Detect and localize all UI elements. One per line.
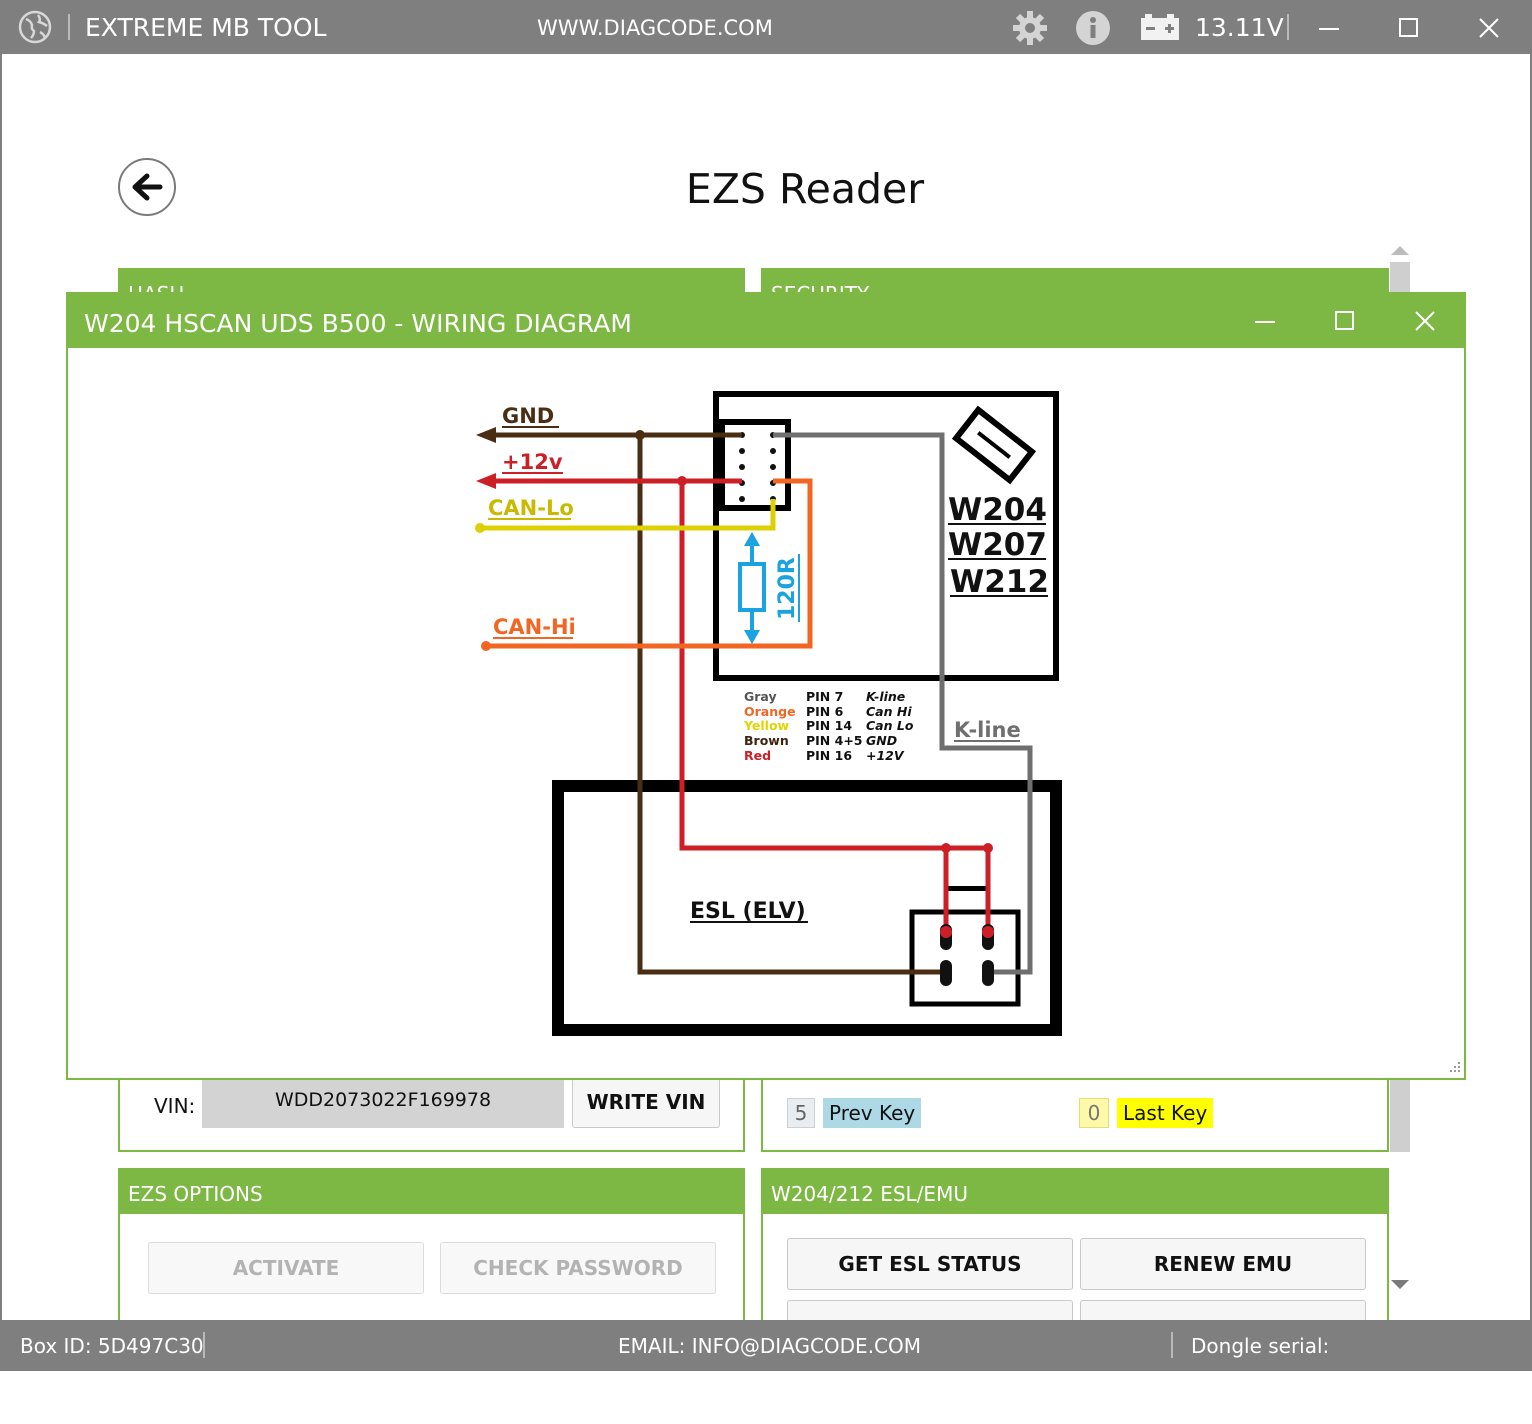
legend-color: Red (744, 748, 771, 763)
legend-pin: PIN 16 (806, 748, 852, 763)
globe-icon (18, 10, 52, 44)
legend-pin: PIN 6 (806, 704, 844, 719)
status-bar: Box ID: 5D497C30 EMAIL: INFO@DIAGCODE.CO… (0, 1320, 1532, 1410)
legend-function: GND (866, 733, 897, 748)
app-name: EXTREME MB TOOL (85, 13, 327, 42)
scroll-down-icon[interactable] (1390, 1278, 1410, 1292)
esl-emu-title: W204/212 ESL/EMU (771, 1182, 968, 1206)
legend-color: Yellow (743, 718, 790, 733)
wiring-diagram-dialog: W204 HSCAN UDS B500 - WIRING DIAGRAM (66, 292, 1466, 1080)
activate-button[interactable]: ACTIVATE (148, 1242, 424, 1294)
gear-icon[interactable] (1011, 9, 1049, 47)
prev-key-counter: 5 (787, 1098, 815, 1128)
voltage-readout: 13.11V (1195, 13, 1284, 42)
renew-emu-button[interactable]: RENEW EMU (1080, 1238, 1366, 1290)
can-hi-wire (486, 478, 813, 649)
resize-grip-icon[interactable] (1446, 1060, 1462, 1076)
model-label: W204 (948, 492, 1047, 528)
box-id: Box ID: 5D497C30 (20, 1334, 204, 1358)
esl-emu-header: W204/212 ESL/EMU (763, 1170, 1387, 1214)
arrow-left-icon (132, 173, 163, 201)
ezs-options-title: EZS OPTIONS (128, 1182, 263, 1206)
vin-input[interactable]: WDD2073022F169978 (202, 1078, 564, 1128)
get-esl-status-button[interactable]: GET ESL STATUS (787, 1238, 1073, 1290)
support-email: EMAIL: INFO@DIAGCODE.COM (618, 1334, 922, 1358)
esl-emu-panel: W204/212 ESL/EMU GET ESL STATUS RENEW EM… (761, 1168, 1389, 1352)
legend-pin: PIN 7 (806, 689, 843, 704)
scroll-up-icon[interactable] (1390, 243, 1410, 257)
check-password-button[interactable]: CHECK PASSWORD (440, 1242, 716, 1294)
dialog-maximize-icon[interactable] (1334, 310, 1356, 332)
separator (68, 14, 70, 40)
key-slot-icon (951, 405, 1037, 485)
esl-pins (940, 924, 994, 986)
close-icon[interactable] (1478, 17, 1500, 39)
can-lo-wire (480, 499, 776, 531)
pin-legend: Gray PIN 7 K-line Orange PIN 6 Can Hi Ye… (743, 689, 914, 763)
last-key-label: Last Key (1117, 1098, 1214, 1128)
page-title: EZS Reader (685, 165, 925, 213)
separator (1287, 14, 1289, 40)
dialog-minimize-icon[interactable] (1254, 310, 1276, 332)
last-key-counter: 0 (1079, 1098, 1109, 1128)
legend-color: Brown (744, 733, 789, 748)
dongle-serial: Dongle serial: 9785690000002222 (1191, 1334, 1395, 1410)
can-hi-label: CAN-Hi (493, 615, 576, 639)
kline-label: K-line (954, 718, 1021, 742)
kline-wire (773, 432, 1033, 975)
can-lo-label: CAN-Lo (488, 496, 574, 520)
back-button[interactable] (118, 158, 176, 216)
legend-color: Gray (744, 689, 777, 704)
legend-pin: PIN 14 (806, 718, 852, 733)
title-bar: EXTREME MB TOOL WWW.DIAGCODE.COM 13.11V (0, 0, 1532, 54)
model-label: W207 (948, 527, 1047, 563)
separator (1171, 1332, 1173, 1358)
resistor-120r: 120R (738, 532, 800, 644)
legend-function: Can Lo (866, 718, 914, 733)
window-border (1530, 54, 1532, 1320)
minimize-icon[interactable] (1318, 17, 1340, 39)
dialog-title: W204 HSCAN UDS B500 - WIRING DIAGRAM (84, 309, 632, 338)
esl-connector (909, 909, 1021, 1007)
legend-function: K-line (866, 689, 905, 704)
ezs-box (713, 391, 1059, 681)
wiring-diagram: W204 W207 W212 ESL (ELV) (475, 391, 1062, 1036)
vin-label: VIN: (154, 1094, 196, 1118)
maximize-icon[interactable] (1398, 17, 1420, 39)
ezs-options-panel: EZS OPTIONS ACTIVATE CHECK PASSWORD (118, 1168, 745, 1328)
model-label: W212 (950, 564, 1049, 600)
battery-icon (1141, 14, 1179, 40)
legend-color: Orange (744, 704, 796, 719)
dialog-close-icon[interactable] (1414, 310, 1436, 332)
separator (203, 1332, 205, 1358)
legend-pin: PIN 4+5 (806, 733, 863, 748)
info-icon[interactable] (1075, 10, 1111, 46)
write-vin-button[interactable]: WRITE VIN (572, 1078, 720, 1128)
dialog-title-bar[interactable]: W204 HSCAN UDS B500 - WIRING DIAGRAM (68, 294, 1464, 348)
legend-function: +12V (866, 748, 905, 763)
prev-key-label: Prev Key (823, 1098, 922, 1128)
window-border (0, 54, 2, 1320)
plus12v-label: +12v (502, 450, 563, 474)
resistor-label: 120R (775, 557, 800, 620)
ezs-options-header: EZS OPTIONS (120, 1170, 743, 1214)
esl-label: ESL (ELV) (690, 899, 806, 924)
legend-function: Can Hi (866, 704, 912, 719)
gnd-label: GND (502, 404, 554, 428)
website-link[interactable]: WWW.DIAGCODE.COM (537, 16, 773, 40)
esl-box (552, 780, 1062, 1036)
